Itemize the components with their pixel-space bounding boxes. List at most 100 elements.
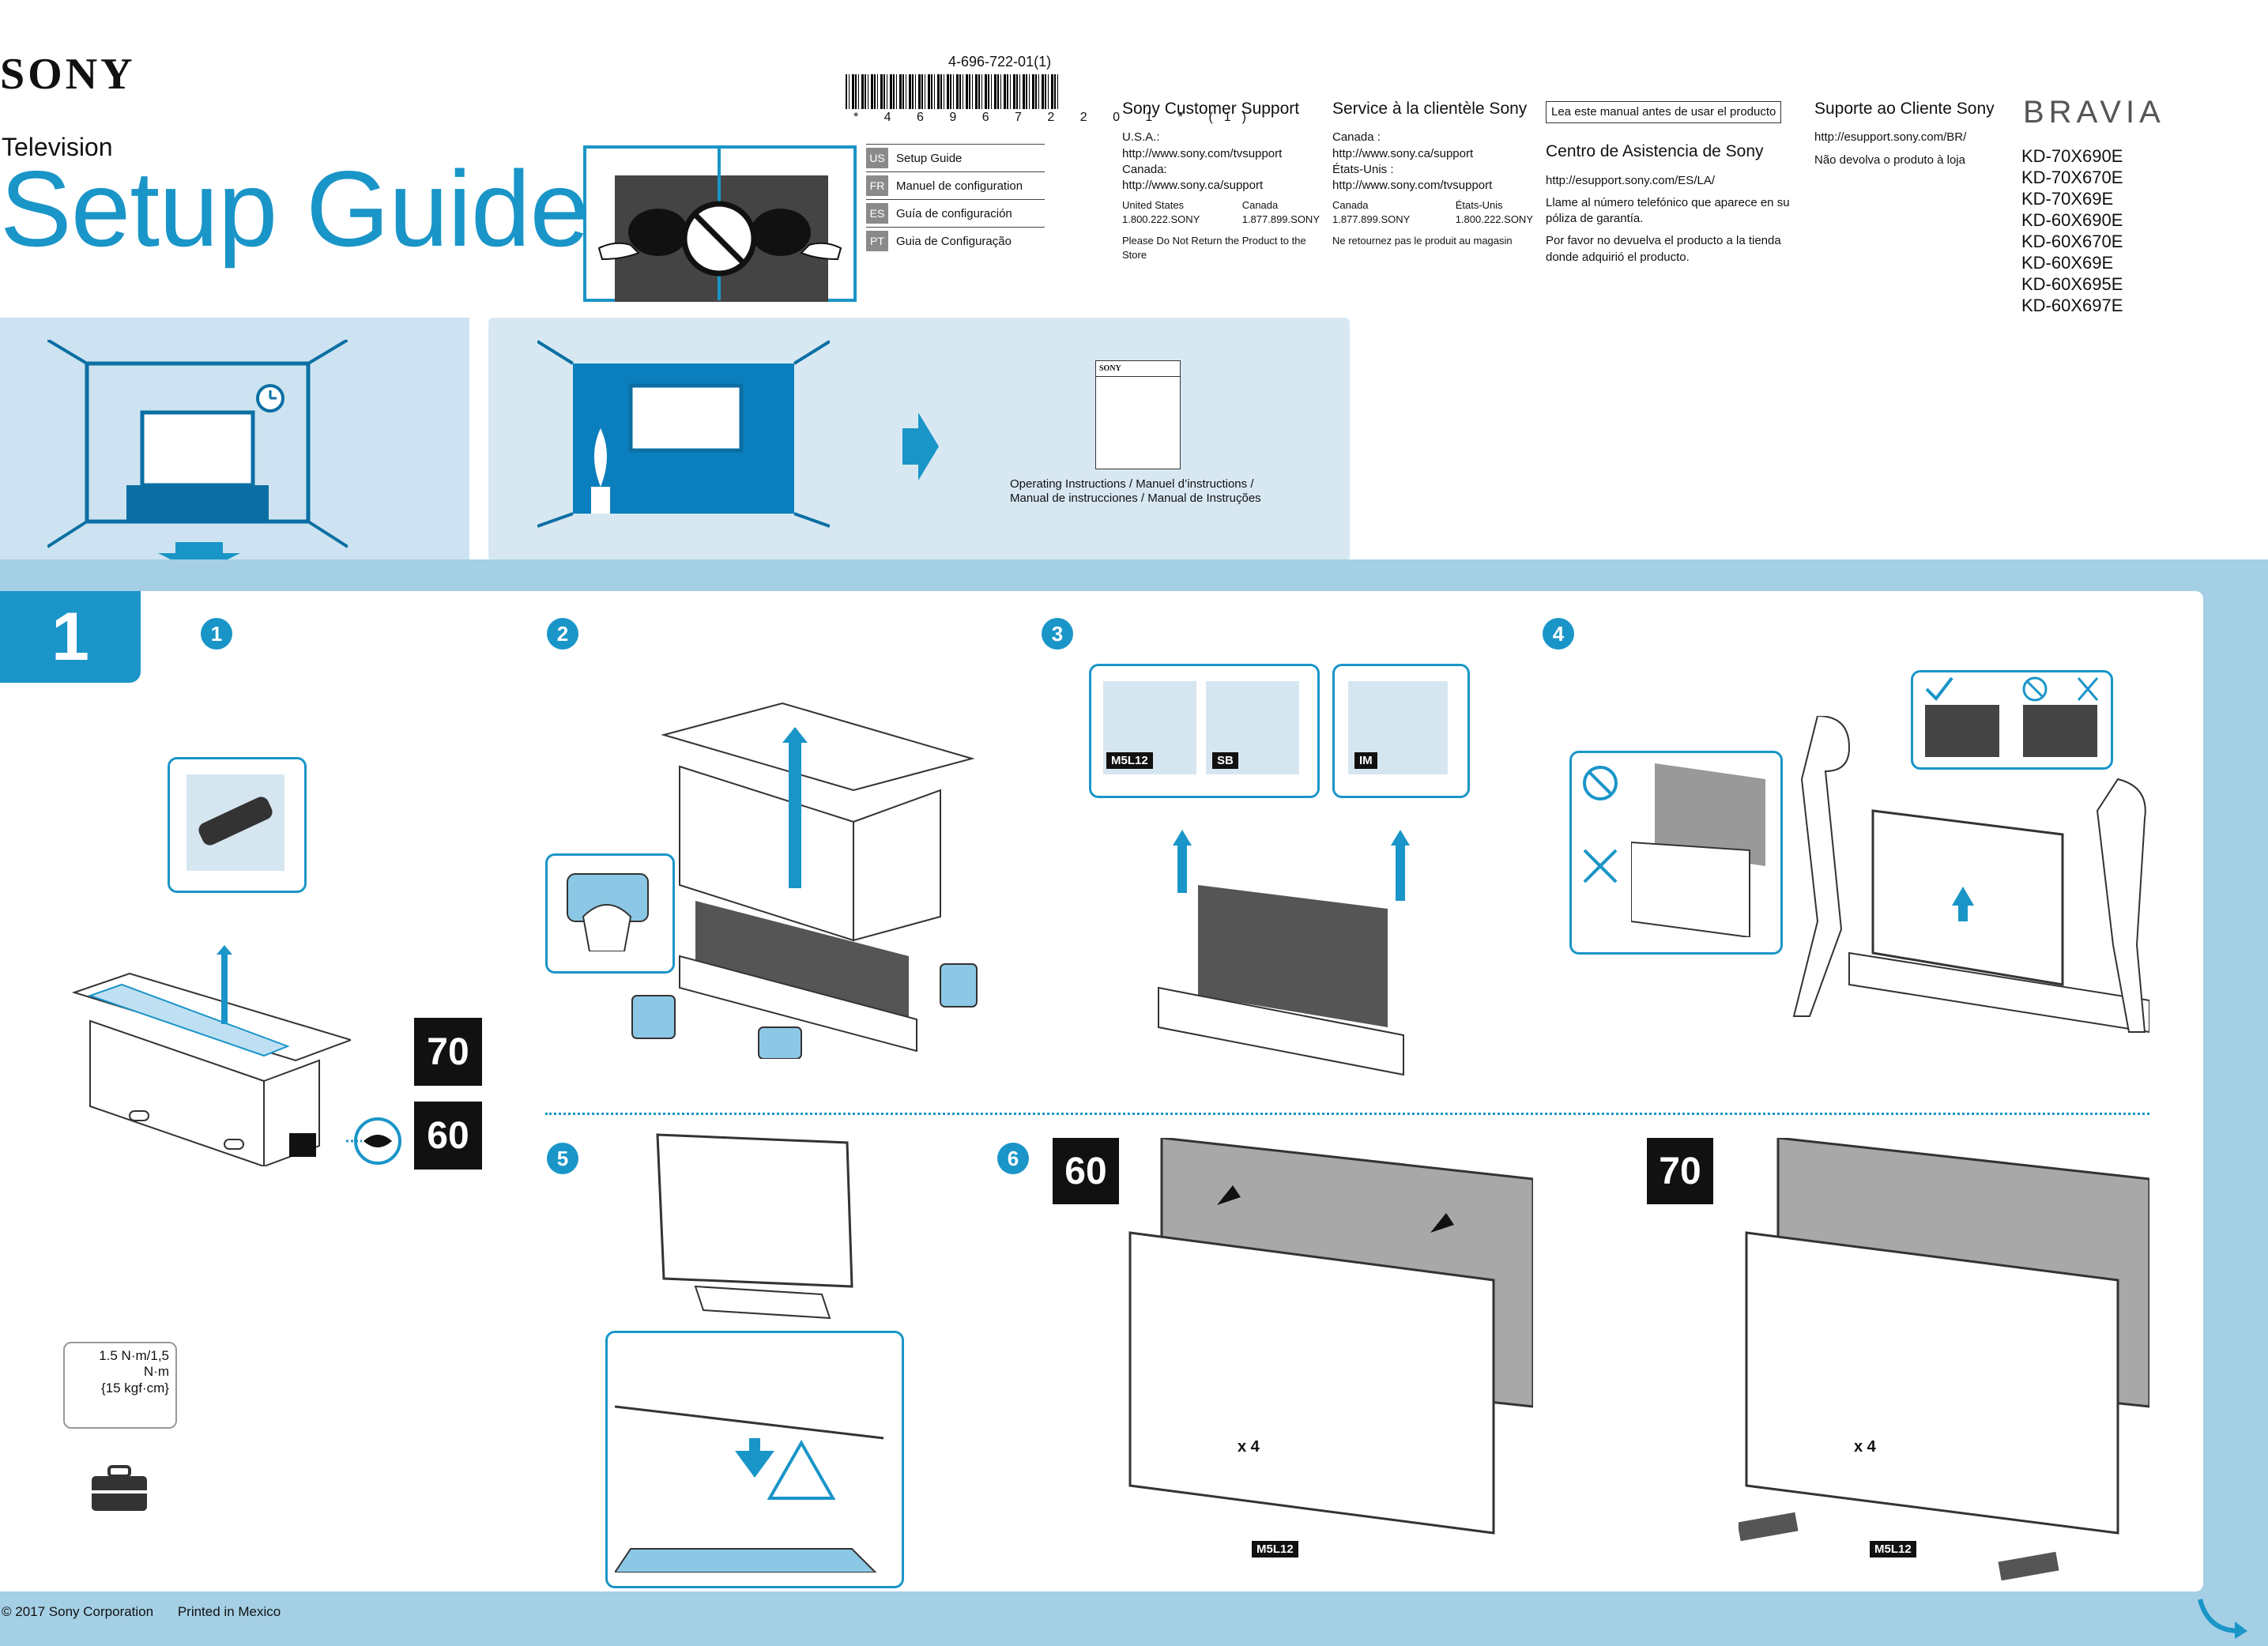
support-pt: Suporte ao Cliente Sony http://esupport.… xyxy=(1814,98,2012,175)
accessory-tag: M5L12 xyxy=(1106,752,1153,769)
accessory-tag: SB xyxy=(1212,752,1238,769)
support-text: Llame al número telefónico que aparece e… xyxy=(1546,195,1790,226)
barcode-text: * 4 6 9 6 7 2 2 0 1 * (1) xyxy=(853,111,1257,124)
size-badge-70: 70 xyxy=(414,1018,482,1086)
phone-country: Canada xyxy=(1332,199,1369,212)
support-note: Ne retournez pas le produit au magasin xyxy=(1332,235,1513,247)
tv-60-back-illustration xyxy=(1128,1138,1533,1535)
manual-cover-brand: SONY xyxy=(1096,361,1180,377)
language-label: Manuel de configuration xyxy=(896,179,1023,193)
right-arrow-icon xyxy=(902,412,939,480)
torque-callout: 1.5 N·m/1,5 N·m {15 kgf·cm} xyxy=(63,1342,177,1429)
model-item: KD-60X695E xyxy=(2021,274,2123,295)
support-url[interactable]: http://www.sony.com/tvsupport xyxy=(1122,146,1283,160)
eye-icon xyxy=(346,1117,401,1165)
accessory-tag: IM xyxy=(1354,752,1377,769)
manual-booklet: SONY xyxy=(1095,360,1181,469)
product-type: Television xyxy=(2,133,113,161)
language-row-fr: FR Manuel de configuration xyxy=(866,171,1045,199)
remote-control-icon xyxy=(186,774,284,871)
part-number: 4-696-722-01(1) xyxy=(948,54,1052,70)
support-heading: Suporte ao Cliente Sony xyxy=(1814,100,1995,118)
language-label: Guia de Configuração xyxy=(896,234,1012,248)
support-es: Lea este manual antes de usar el product… xyxy=(1546,101,1803,272)
language-code: FR xyxy=(866,175,888,196)
page-title: Setup Guide xyxy=(0,149,590,269)
bravia-logo: BRAVIA xyxy=(2023,95,2165,130)
model-item: KD-70X690E xyxy=(2021,146,2123,166)
box-open-illustration xyxy=(71,945,351,1166)
toolbox-icon xyxy=(92,1465,147,1511)
screw-tag: M5L12 xyxy=(1252,1541,1298,1557)
tv-70-back-illustration xyxy=(1739,1138,2149,1580)
model-item: KD-70X670E xyxy=(2021,168,2123,188)
support-label: U.S.A.: xyxy=(1122,130,1160,145)
room-illustration xyxy=(47,340,348,548)
support-note: Não devolva o produto à loja xyxy=(1814,153,1965,167)
two-people-lifting-illustration xyxy=(1792,716,2149,1034)
support-url[interactable]: http://esupport.sony.com/BR/ xyxy=(1814,130,1967,145)
phone-number: 1.800.222.SONY xyxy=(1122,213,1200,225)
model-item: KD-60X697E xyxy=(2021,296,2123,316)
phone-number: 1.800.222.SONY xyxy=(1455,213,1533,225)
down-arrow-icon xyxy=(158,542,240,574)
section-divider xyxy=(545,1113,2149,1115)
printed-location: Printed in Mexico xyxy=(177,1604,281,1619)
turn-page-icon[interactable] xyxy=(2195,1584,2251,1639)
phone-number: 1.877.899.SONY xyxy=(1332,213,1411,225)
model-list: KD-70X690E KD-70X670E KD-70X69E KD-60X69… xyxy=(2021,145,2123,316)
read-manual-notice: Lea este manual antes de usar el product… xyxy=(1546,101,1782,124)
screw-count: x 4 xyxy=(1854,1438,1876,1456)
support-url[interactable]: http://www.sony.ca/support xyxy=(1332,146,1474,160)
language-code: PT xyxy=(866,231,888,251)
step-section-number: 1 xyxy=(0,591,141,683)
substep-4-number: 4 xyxy=(1543,618,1574,650)
substep-2-number: 2 xyxy=(547,618,578,650)
support-note: Please Do Not Return the Product to the … xyxy=(1122,235,1306,261)
phone-country: United States xyxy=(1122,199,1185,212)
footer: © 2017 Sony Corporation Printed in Mexic… xyxy=(2,1604,281,1620)
substep-3-number: 3 xyxy=(1042,618,1073,650)
support-label: Canada : xyxy=(1332,130,1381,145)
support-heading: Sony Customer Support xyxy=(1122,100,1300,118)
screw-tag: M5L12 xyxy=(1870,1541,1916,1557)
phone-country: États-Unis xyxy=(1455,199,1503,212)
size-badge-60: 60 xyxy=(414,1102,482,1170)
prohibited-icon xyxy=(1583,766,1618,883)
copyright: © 2017 Sony Corporation xyxy=(2,1604,154,1619)
support-heading: Service à la clientèle Sony xyxy=(1332,100,1528,118)
support-url[interactable]: http://www.sony.com/tvsupport xyxy=(1332,179,1493,193)
support-text: Por favor no devuelva el producto a la t… xyxy=(1546,234,1781,264)
phone-country: Canada xyxy=(1241,199,1279,212)
stand-attach-illustration xyxy=(656,1133,853,1320)
box-lift-illustration xyxy=(631,702,978,1059)
manual-caption: Operating Instructions / Manuel d’instru… xyxy=(1010,477,1261,505)
wall-mount-illustration xyxy=(537,340,830,528)
substep-5-number: 5 xyxy=(547,1143,578,1174)
model-item: KD-60X670E xyxy=(2021,232,2123,252)
support-url[interactable]: http://www.sony.ca/support xyxy=(1122,179,1264,193)
no-touch-screen-illustration xyxy=(583,145,857,302)
model-item: KD-60X69E xyxy=(2021,253,2114,273)
handle-grip-icon xyxy=(567,873,649,951)
size-badge-70: 70 xyxy=(1647,1138,1713,1204)
stand-detail-illustration xyxy=(615,1405,884,1573)
language-code: US xyxy=(866,148,888,168)
language-row-pt: PT Guia de Configuração xyxy=(866,227,1045,254)
barcode xyxy=(846,74,1059,109)
support-fr: Service à la clientèle Sony Canada : htt… xyxy=(1332,98,1533,248)
language-label: Guía de configuración xyxy=(896,206,1012,220)
model-item: KD-60X690E xyxy=(2021,210,2123,231)
support-us: Sony Customer Support U.S.A.: http://www… xyxy=(1122,98,1320,262)
support-label: Canada: xyxy=(1122,162,1167,176)
support-url[interactable]: http://esupport.sony.com/ES/LA/ xyxy=(1546,173,1715,187)
screw-count: x 4 xyxy=(1238,1438,1260,1456)
tv-in-base-illustration xyxy=(1158,830,1410,1076)
torque-value-kgf: {15 kgf·cm} xyxy=(101,1380,169,1396)
check-and-prohibit-icons xyxy=(1925,676,2099,757)
sony-logo: SONY xyxy=(0,50,136,99)
